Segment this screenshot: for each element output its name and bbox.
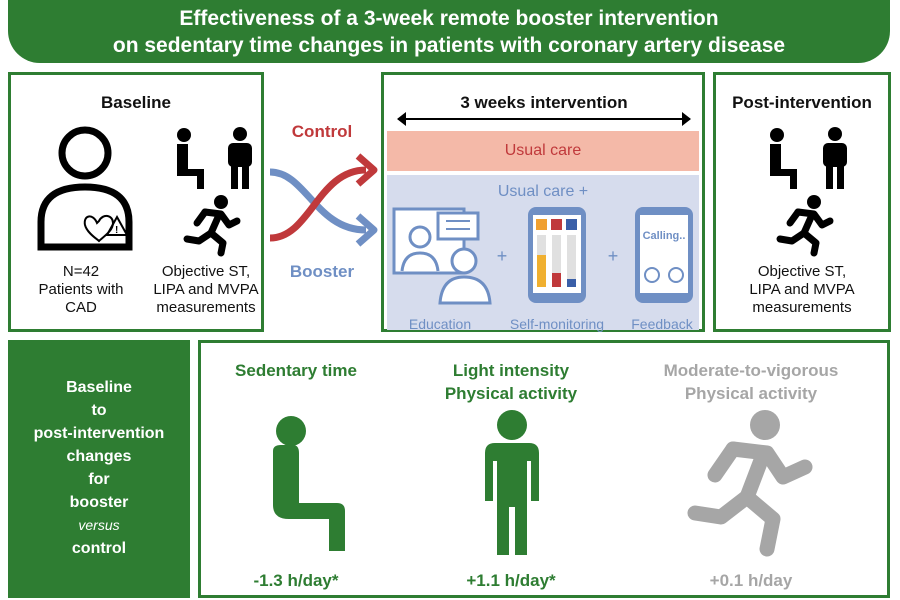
feedback-phone-icon bbox=[635, 207, 693, 303]
baseline-measures-text: Objective ST, LIPA and MVPA measurements bbox=[148, 263, 264, 317]
outcomes-box: Sedentary time -1.3 h/day* Light intensi… bbox=[198, 340, 890, 598]
svg-text:!: ! bbox=[115, 225, 118, 236]
phone-calling-text: Calling.. bbox=[642, 230, 686, 242]
usual-care-band: Usual care bbox=[387, 131, 699, 171]
plus-sign-2: + bbox=[607, 246, 619, 266]
mvpa-title: Moderate-to-vigorous Physical activity bbox=[641, 359, 861, 405]
self-monitoring-phone-icon bbox=[528, 207, 586, 303]
running-person-icon-large bbox=[687, 410, 813, 557]
patients-count: N=42 bbox=[62, 263, 100, 280]
light-activity-title-line-1: Light intensity bbox=[452, 361, 570, 380]
changes-label-line-1: Baseline bbox=[66, 379, 132, 396]
light-activity-title-line-2: Physical activity bbox=[444, 384, 578, 403]
feedback-label: Feedback bbox=[631, 316, 693, 332]
booster-label: Booster bbox=[289, 262, 355, 281]
self-monitoring-label: Self-monitoring bbox=[509, 316, 605, 332]
education-video-call-icon bbox=[392, 207, 492, 305]
light-activity-value: +1.1 h/day* bbox=[466, 571, 556, 590]
title-banner: Effectiveness of a 3-week remote booster… bbox=[8, 0, 890, 63]
title-line-2: on sedentary time changes in patients wi… bbox=[112, 34, 786, 57]
control-label: Control bbox=[291, 122, 353, 141]
sedentary-title: Sedentary time bbox=[211, 359, 381, 382]
changes-label-line-2: to bbox=[91, 402, 107, 419]
mvpa-title-line-2: Physical activity bbox=[684, 384, 818, 403]
baseline-measure-line-2: LIPA and MVPA bbox=[153, 281, 259, 298]
baseline-measure-line-3: measurements bbox=[156, 299, 256, 316]
baseline-measure-line-1: Objective ST, bbox=[161, 263, 251, 280]
standing-person-icon bbox=[228, 127, 252, 189]
sedentary-value: -1.3 h/day* bbox=[253, 571, 339, 590]
changes-label-line-8: control bbox=[71, 540, 127, 557]
baseline-box: Baseline ! N=42 Patients with CAD Object… bbox=[8, 72, 264, 332]
post-measures-text: Objective ST, LIPA and MVPA measurements bbox=[736, 263, 868, 317]
post-measure-line-2: LIPA and MVPA bbox=[749, 281, 855, 298]
post-standing-person-icon bbox=[823, 127, 847, 189]
changes-label-line-6: booster bbox=[69, 494, 129, 511]
changes-label-versus: versus bbox=[78, 517, 120, 533]
post-measure-line-1: Objective ST, bbox=[757, 263, 847, 280]
standing-person-icon-large bbox=[485, 410, 539, 555]
randomization-arrows bbox=[269, 153, 378, 247]
changes-label-line-4: changes bbox=[66, 448, 132, 465]
patients-text: N=42 Patients with CAD bbox=[26, 263, 136, 317]
mvpa-title-line-1: Moderate-to-vigorous bbox=[663, 361, 839, 380]
post-running-person-icon bbox=[776, 195, 834, 257]
patients-condition: CAD bbox=[65, 299, 97, 316]
changes-label-line-3: post-intervention bbox=[33, 425, 165, 442]
education-label: Education bbox=[408, 316, 472, 332]
post-measure-line-3: measurements bbox=[752, 299, 852, 316]
title-line-1: Effectiveness of a 3-week remote booster… bbox=[179, 7, 719, 30]
sitting-person-icon bbox=[177, 128, 204, 189]
post-intervention-box: Post-intervention Objective ST, LIPA and… bbox=[713, 72, 891, 332]
post-sitting-person-icon bbox=[770, 128, 797, 189]
duration-label: 3 weeks intervention bbox=[439, 93, 649, 113]
usual-care-plus-label: Usual care + bbox=[497, 183, 589, 200]
sitting-person-icon-large bbox=[273, 416, 345, 551]
post-intervention-heading: Post-intervention bbox=[732, 93, 872, 112]
light-activity-title: Light intensity Physical activity bbox=[421, 359, 601, 405]
changes-label-panel: Baseline to post-intervention changes fo… bbox=[8, 340, 190, 598]
running-person-icon bbox=[183, 195, 241, 257]
plus-sign-1: + bbox=[496, 246, 508, 266]
patient-heart-icon: ! bbox=[37, 126, 133, 251]
patients-label: Patients with bbox=[38, 281, 124, 298]
sedentary-title-line: Sedentary time bbox=[235, 361, 357, 380]
mvpa-value: +0.1 h/day bbox=[709, 571, 793, 590]
changes-label-line-5: for bbox=[88, 471, 110, 488]
usual-care-label: Usual care bbox=[504, 142, 582, 159]
baseline-heading: Baseline bbox=[101, 93, 171, 112]
duration-arrow bbox=[397, 112, 691, 126]
intervention-box: 3 weeks intervention Usual care Usual ca… bbox=[381, 72, 705, 332]
